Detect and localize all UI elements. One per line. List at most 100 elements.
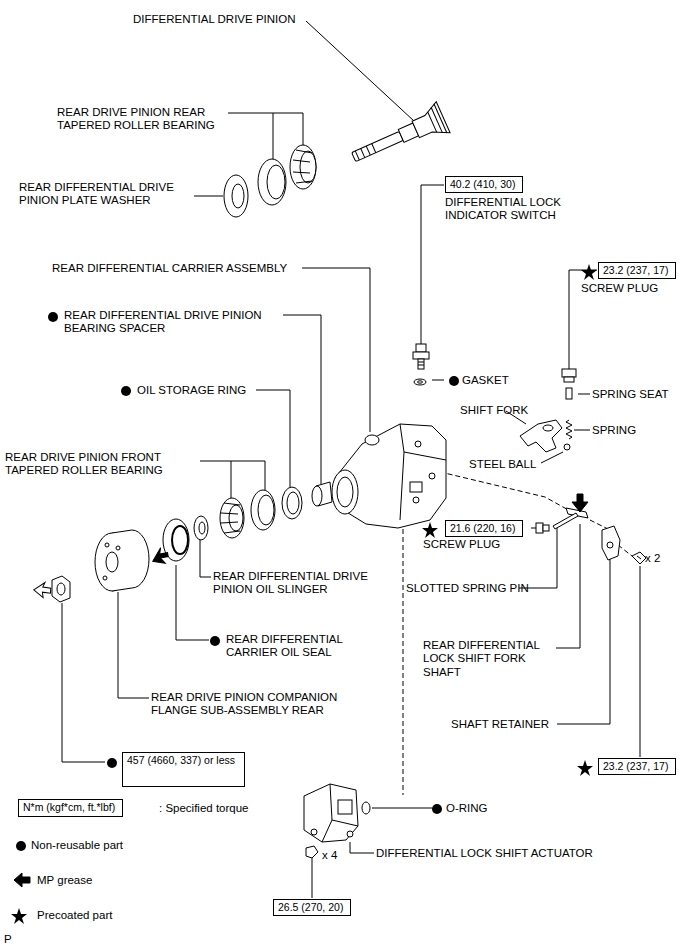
bolt — [306, 846, 318, 858]
part-name: OIL STORAGE RING — [137, 384, 246, 397]
pinion-shaft — [372, 144, 376, 153]
indicator-switch — [418, 359, 424, 369]
precoated-mark — [11, 908, 27, 924]
non-reusable-mark — [210, 636, 220, 646]
part-name: SHAFT RETAINER — [451, 718, 549, 731]
part-name: SCREW PLUG — [581, 282, 658, 295]
front-bearing-cone — [220, 498, 244, 538]
pinion-shaft — [355, 151, 359, 160]
precoated-mark — [581, 264, 597, 280]
pinion-shaft — [352, 131, 404, 161]
leader-line — [312, 862, 313, 898]
shift-actuator — [330, 784, 358, 826]
non-reusable-mark — [432, 804, 442, 814]
plate-washer — [232, 184, 244, 208]
bearing-cone — [293, 172, 310, 173]
oil-storage-ring — [282, 487, 302, 519]
part-name: REAR DRIVE PINION FRONT TAPERED ROLLER B… — [5, 451, 197, 478]
bearing-cone — [300, 151, 316, 183]
carrier-housing — [332, 424, 446, 528]
front-bearing-cone — [224, 531, 240, 533]
front-bearing-cup — [251, 490, 275, 530]
indicator-switch — [418, 365, 424, 366]
shaft-retainer — [607, 542, 613, 548]
leader-line — [273, 113, 274, 160]
torque-value: 40.2 (410, 30) — [450, 178, 515, 191]
assembly-line — [432, 470, 572, 512]
legend-text: MP grease — [37, 874, 92, 887]
bearing-cone — [296, 150, 312, 153]
slotted-spring-pin — [553, 513, 578, 529]
shift-actuator — [347, 831, 353, 837]
precoated-mark — [422, 522, 438, 538]
leader-line — [228, 113, 303, 150]
bolt — [632, 552, 646, 564]
shift-actuator — [304, 784, 358, 842]
front-bearing-cone — [229, 505, 243, 531]
bearing-cone — [296, 181, 312, 183]
pinion-shaft — [361, 148, 365, 157]
mp-grease-mark — [14, 873, 30, 887]
shift-actuator — [338, 800, 352, 814]
indicator-switch — [416, 344, 426, 352]
leader-line — [372, 808, 432, 809]
part-name: SPRING SEAT — [592, 388, 668, 401]
leader-line — [200, 540, 211, 577]
oil-storage-ring — [287, 492, 299, 514]
part-name: REAR DIFFERENTIAL CARRIER ASSEMBLY — [52, 262, 287, 275]
leader-line — [557, 552, 610, 724]
leader-line — [118, 592, 149, 698]
nut — [52, 576, 70, 602]
quantity: x 4 — [322, 849, 337, 862]
companion-flange — [106, 552, 118, 572]
bolt — [632, 552, 646, 564]
precoated-mark — [11, 264, 597, 924]
spring-seat — [566, 388, 572, 399]
leader-line — [176, 565, 209, 640]
leader-line — [421, 185, 444, 344]
torque-value: 26.5 (270, 20) — [278, 901, 343, 914]
mp-grease-mark — [572, 494, 588, 512]
leader-line — [231, 461, 232, 500]
unit-sample-box: N*m (kgf*cm, ft.*lbf) — [18, 799, 123, 817]
leader-line — [640, 566, 641, 757]
spring-seat — [566, 388, 572, 399]
bearing-spacer — [312, 486, 322, 506]
leader-line — [62, 603, 105, 762]
nut — [52, 576, 70, 602]
gasket — [418, 381, 423, 383]
quantity: x 2 — [645, 552, 660, 565]
part-name: DIFFERENTIAL LOCK SHIFT ACTUATOR — [376, 847, 593, 860]
legend-text: : Specified torque — [159, 802, 249, 815]
carrier-housing — [413, 497, 419, 503]
assembly-line — [618, 545, 632, 556]
pinion-shaft — [366, 146, 370, 155]
torque-value: 23.2 (237, 17) — [603, 264, 668, 277]
bearing-cone — [293, 160, 310, 162]
leader-line — [541, 452, 563, 463]
carrier-housing — [400, 424, 446, 460]
gasket — [414, 379, 426, 385]
front-bearing-cup — [258, 495, 274, 525]
indicator-switch — [413, 352, 429, 359]
shift-actuator — [322, 820, 332, 842]
part-name: DIFFERENTIAL DRIVE PINION — [133, 13, 296, 26]
companion-flange — [116, 546, 120, 550]
part-name: SLOTTED SPRING PIN — [406, 582, 529, 595]
front-bearing-cone — [224, 503, 240, 505]
bearing-spacer — [312, 482, 332, 506]
screw-plug — [564, 377, 574, 382]
front-bearing-cup — [251, 490, 275, 530]
part-name: REAR DIFFERENTIAL LOCK SHIFT FORK SHAFT — [423, 639, 551, 679]
screw-plug — [536, 523, 549, 533]
non-reusable-mark — [16, 841, 26, 851]
assembly-line — [403, 505, 404, 795]
front-bearing-cone — [220, 498, 244, 538]
steel-ball — [564, 444, 570, 450]
torque-value: 457 (4660, 337) or less — [127, 754, 235, 767]
shift-fork — [520, 420, 562, 452]
companion-flange — [95, 530, 149, 591]
leader-line — [306, 21, 414, 121]
oil-slinger — [199, 522, 205, 534]
screw-plug — [536, 523, 543, 533]
